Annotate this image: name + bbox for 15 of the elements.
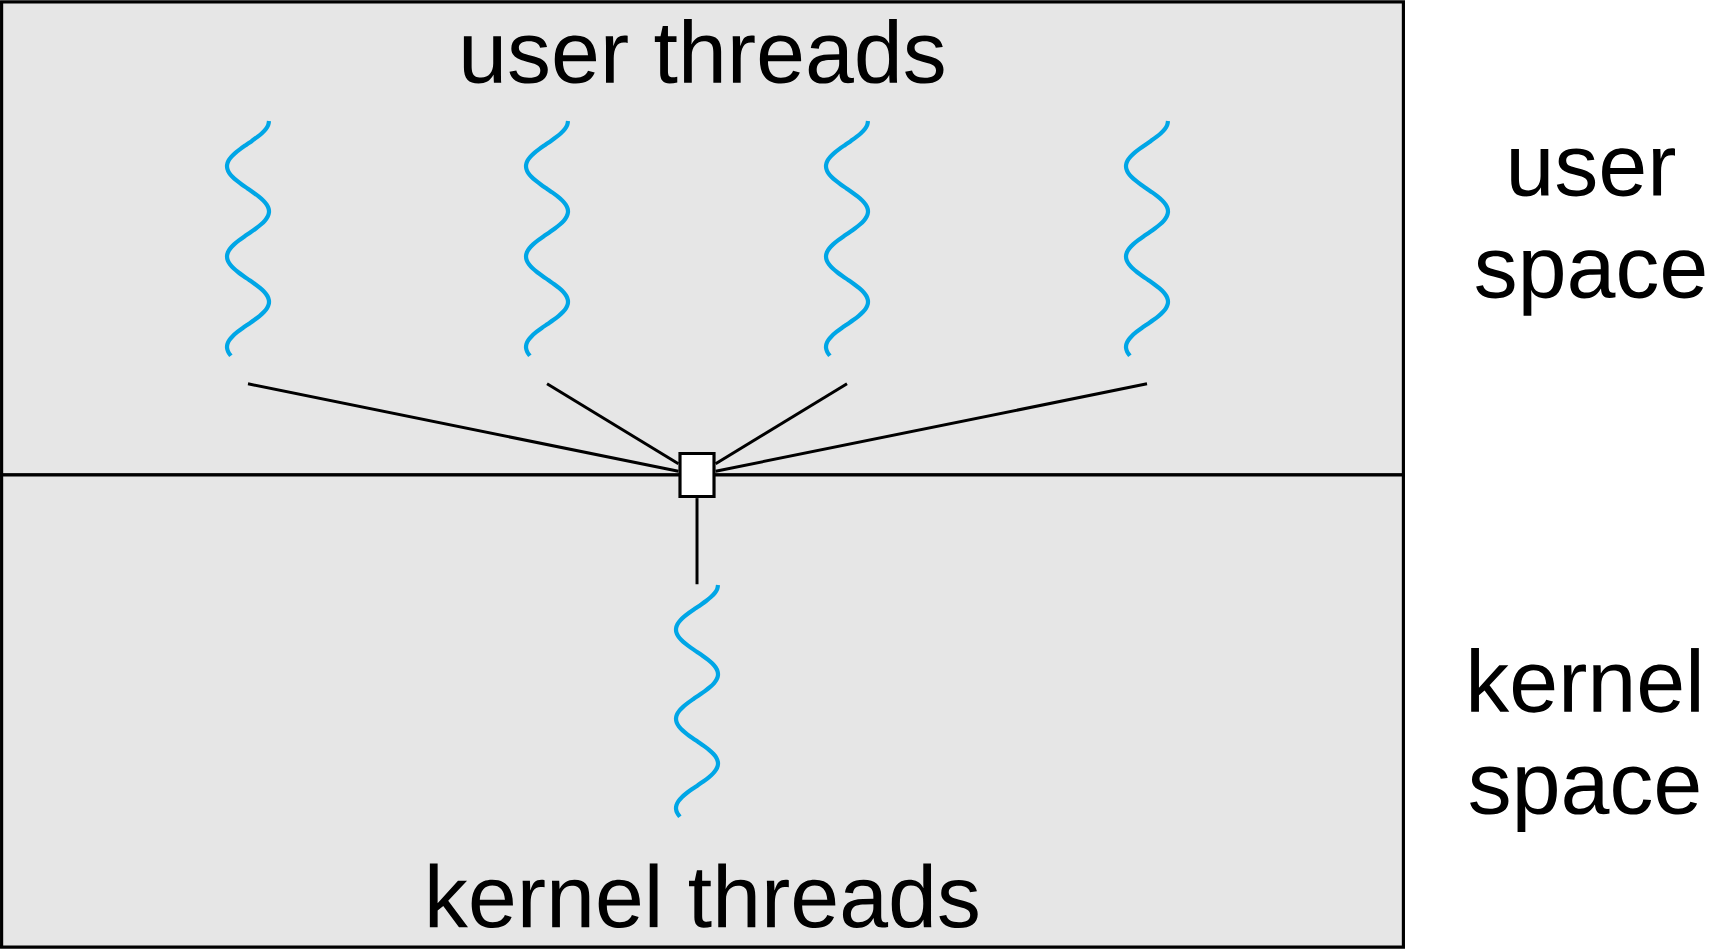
- connector-line: [546, 382, 680, 465]
- thread-drawing: [1123, 120, 1171, 358]
- thread-drawing: [673, 584, 721, 819]
- connector-line: [247, 382, 679, 473]
- region-band: user threads: [0, 0, 1405, 477]
- junction-box: [678, 451, 716, 499]
- thread-drawing: [224, 120, 272, 358]
- region-band: kernel threads: [0, 473, 1405, 949]
- thread-drawing: [523, 120, 571, 358]
- connector-line: [715, 382, 1148, 473]
- region-label: user space: [1476, 148, 1705, 316]
- connector-line: [695, 498, 699, 585]
- thread-drawing: [823, 120, 871, 358]
- connector-line: [714, 382, 848, 465]
- region-label: kernel space: [1470, 648, 1699, 832]
